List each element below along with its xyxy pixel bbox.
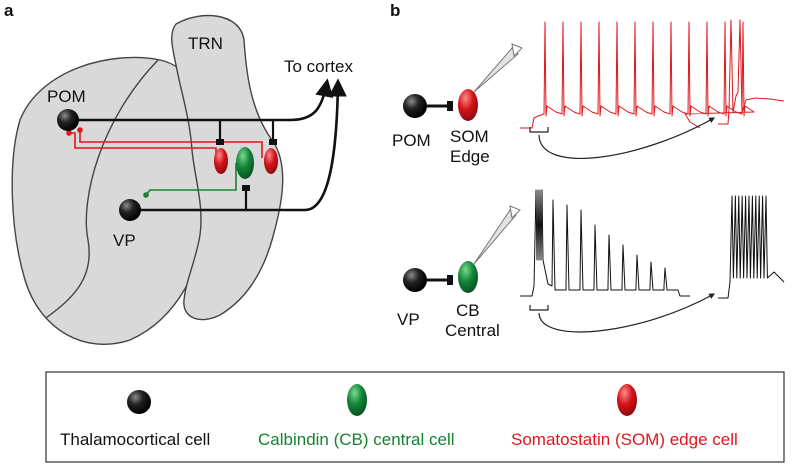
synapse-terminal [447,275,453,285]
som-dendrite-tip [77,127,83,133]
cb-cell-b [458,261,478,293]
vp-label: VP [113,231,136,250]
trn-label: TRN [188,34,223,53]
legend-thalamocortical-label: Thalamocortical cell [60,430,210,449]
to-cortex-label: To cortex [284,57,353,76]
zoom-bracket [529,127,549,133]
cb-central-cell-icon [347,384,367,416]
som-input-wire-inner [79,130,263,158]
trace-path [718,195,785,299]
vp-thalamocortical-cell [119,199,141,221]
recording-pipette [473,47,519,93]
som-voltage-trace-zoom [718,19,785,125]
panel-b-letter: b [390,1,400,20]
pipette-tip-icon [509,205,521,220]
trace-path [718,19,785,125]
som-edge-cell-icon [617,384,637,416]
som-label-line1: SOM [450,127,489,146]
cb-voltage-trace [520,189,690,297]
som-edge-cell [214,148,228,174]
som-dendrite-tip [66,130,72,136]
legend-som-label: Somatostatin (SOM) edge cell [511,430,738,449]
pom-cell-b [403,94,427,118]
recording-pipette [473,209,517,265]
zoom-arrow [538,293,716,333]
panel-a-letter: a [4,1,14,20]
synapse-terminal [269,139,277,145]
trace-path [520,21,755,129]
legend-box [45,371,785,463]
som-voltage-trace [520,21,755,129]
cb-label-line1: CB [456,301,480,320]
som-edge-cell [264,148,278,174]
cb-voltage-trace-zoom [718,195,785,299]
vp-cell-b [403,268,427,292]
pom-vp-boundary [45,59,159,319]
trace-path [520,189,690,297]
pom-label-b: POM [392,131,431,150]
zoom-bracket [529,305,549,311]
cb-central-cell [236,147,254,179]
som-input-wire-outer [69,132,217,158]
synapse-terminal [216,139,224,145]
pom-label: POM [47,87,86,106]
pom-axon [68,78,334,122]
som-label-line2: Edge [450,147,490,166]
thalamocortical-cell-icon [127,390,151,414]
cb-input-wire [145,163,237,196]
zoom-arrow [538,117,716,159]
vp-axon [130,78,347,212]
pom-thalamocortical-cell [57,109,79,131]
cb-dendrite-tip [143,192,149,198]
legend-cb-label: Calbindin (CB) central cell [258,430,455,449]
pipette-tip-icon [511,43,523,58]
thalamus-region [11,56,212,345]
synapse-terminal [447,101,453,111]
vp-label-b: VP [397,310,420,329]
som-cell-b [458,89,478,121]
cb-label-line2: Central [445,321,500,340]
synapse-terminal [242,185,250,191]
